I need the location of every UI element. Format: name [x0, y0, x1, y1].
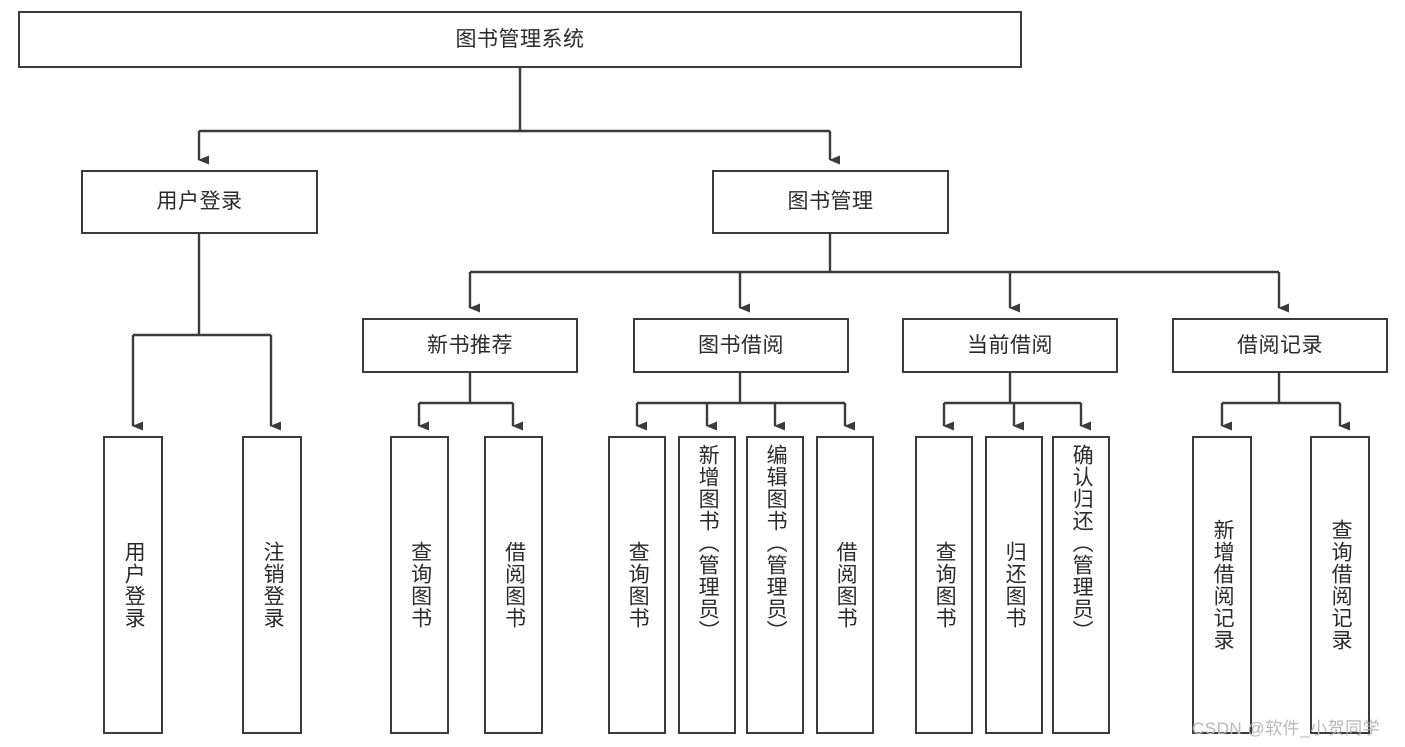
node-current-borrow-label: 当前借阅 [967, 333, 1053, 357]
leaf-add-borrow-record[interactable]: 新增借阅记录 [1192, 436, 1252, 734]
leaf-add-borrow-record-label: 新增借阅记录 [1211, 519, 1235, 651]
node-root[interactable]: 图书管理系统 [18, 11, 1022, 68]
node-user-login-label: 用户登录 [156, 190, 243, 214]
node-root-label: 图书管理系统 [455, 27, 585, 51]
leaf-borrow-book-1[interactable]: 借阅图书 [484, 436, 543, 734]
node-book-manage[interactable]: 图书管理 [712, 170, 949, 234]
node-book-manage-label: 图书管理 [787, 190, 874, 214]
leaf-borrow-book-2-label: 借阅图书 [834, 541, 858, 629]
node-current-borrow[interactable]: 当前借阅 [902, 318, 1118, 373]
leaf-edit-book[interactable]: 编辑图书（管理员） [746, 436, 804, 734]
leaf-confirm-return[interactable]: 确认归还（管理员） [1052, 436, 1110, 734]
leaf-query-book-1[interactable]: 查询图书 [390, 436, 449, 734]
node-user-login[interactable]: 用户登录 [81, 170, 318, 234]
node-borrow-record[interactable]: 借阅记录 [1172, 318, 1388, 373]
leaf-query-book-1-label: 查询图书 [408, 541, 432, 629]
leaf-query-borrow-record-label: 查询借阅记录 [1329, 519, 1353, 651]
leaf-add-book-label: 新增图书（管理员） [696, 444, 720, 642]
leaf-confirm-return-label: 确认归还（管理员） [1070, 444, 1094, 642]
leaf-borrow-book-2[interactable]: 借阅图书 [816, 436, 874, 734]
leaf-query-book-3-label: 查询图书 [933, 541, 957, 629]
leaf-user-logout[interactable]: 注销登录 [242, 436, 302, 734]
node-borrow-record-label: 借阅记录 [1237, 333, 1323, 357]
leaf-query-borrow-record[interactable]: 查询借阅记录 [1310, 436, 1370, 734]
leaf-query-book-2[interactable]: 查询图书 [608, 436, 666, 734]
leaf-return-book-label: 归还图书 [1003, 541, 1027, 629]
csdn-watermark: CSDN @软件_小贺同学 [1192, 719, 1381, 738]
node-book-borrow-label: 图书借阅 [698, 333, 784, 357]
node-new-book-recommend[interactable]: 新书推荐 [362, 318, 578, 373]
leaf-edit-book-label: 编辑图书（管理员） [764, 444, 788, 642]
leaf-query-book-2-label: 查询图书 [626, 541, 650, 629]
node-new-book-recommend-label: 新书推荐 [427, 333, 513, 357]
leaf-user-login-label: 用户登录 [122, 541, 146, 629]
leaf-borrow-book-1-label: 借阅图书 [502, 541, 526, 629]
node-book-borrow[interactable]: 图书借阅 [633, 318, 849, 373]
leaf-query-book-3[interactable]: 查询图书 [915, 436, 973, 734]
leaf-return-book[interactable]: 归还图书 [985, 436, 1043, 734]
leaf-add-book[interactable]: 新增图书（管理员） [678, 436, 736, 734]
leaf-user-logout-label: 注销登录 [261, 541, 285, 629]
leaf-user-login[interactable]: 用户登录 [103, 436, 163, 734]
